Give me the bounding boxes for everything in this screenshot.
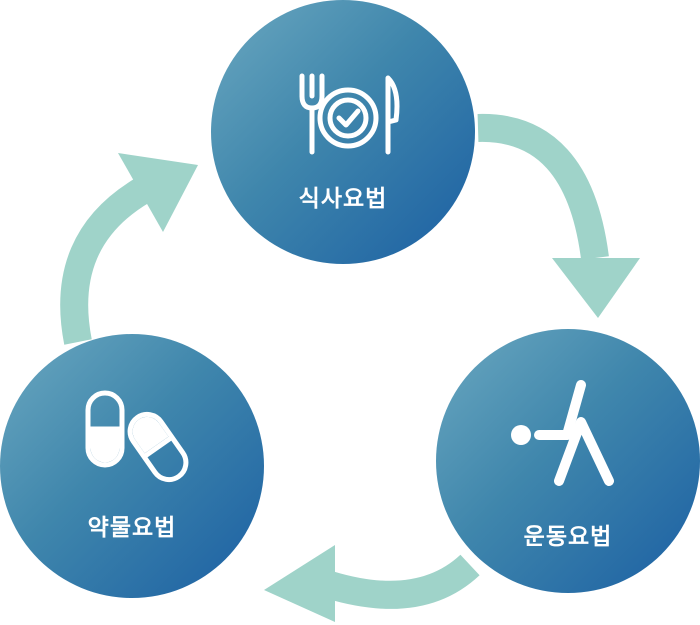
arrow-diet-to-exercise bbox=[477, 113, 640, 318]
node-medication-label: 약물요법 bbox=[87, 515, 177, 541]
node-medication: 약물요법 bbox=[0, 334, 264, 598]
pills-capsules-icon bbox=[85, 390, 189, 483]
node-exercise: 운동요법 bbox=[436, 329, 700, 593]
arrow-medication-to-diet bbox=[60, 153, 198, 345]
arrow-exercise-to-medication bbox=[264, 545, 480, 622]
plate-fork-knife-check-icon bbox=[299, 73, 400, 155]
node-diet: 식사요법 bbox=[211, 0, 475, 264]
node-diet-label: 식사요법 bbox=[298, 186, 388, 212]
stretching-person-icon bbox=[511, 380, 614, 486]
node-exercise-label: 운동요법 bbox=[523, 524, 613, 550]
